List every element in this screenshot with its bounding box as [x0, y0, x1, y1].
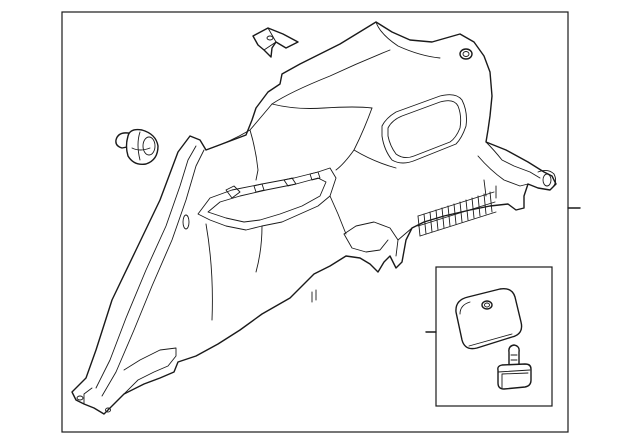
retaining-clip	[252, 27, 299, 58]
push-pin-fastener	[115, 128, 159, 166]
access-cover	[455, 287, 523, 350]
cover-fastener	[497, 344, 532, 390]
quarter-trim-panel	[71, 21, 557, 415]
inset-frame	[435, 266, 553, 407]
diagram-frame	[61, 11, 569, 433]
inset-box	[425, 266, 553, 407]
vent-grille	[417, 191, 497, 237]
